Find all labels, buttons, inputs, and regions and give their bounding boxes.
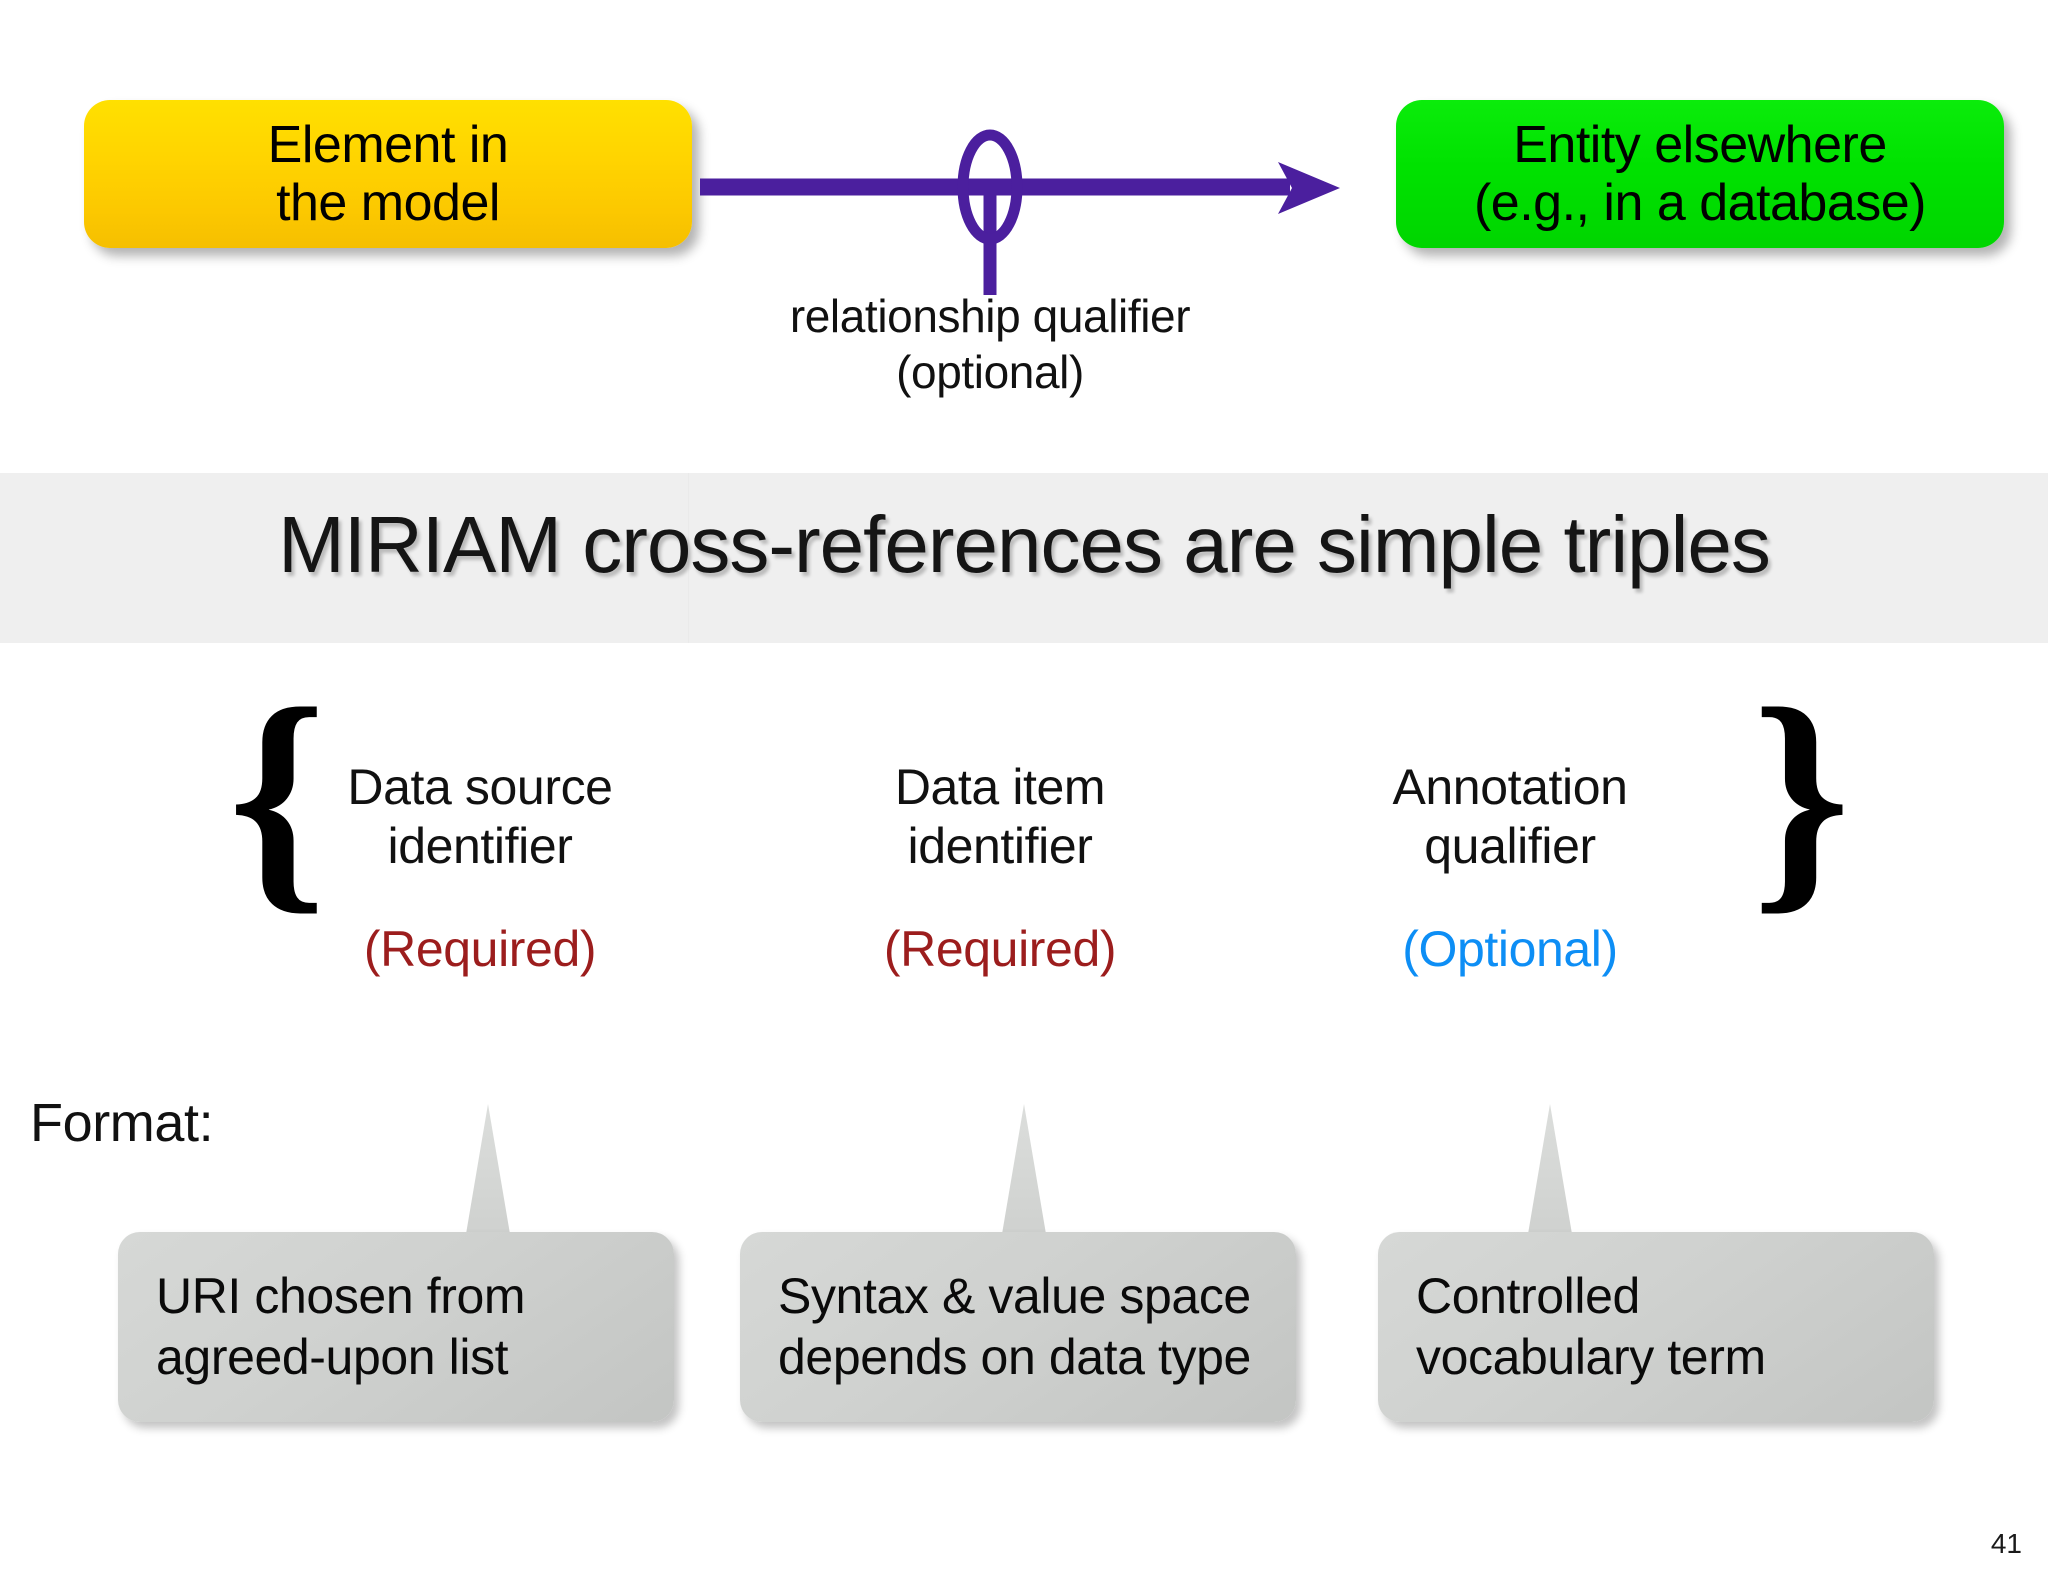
callout-3-line2: vocabulary term bbox=[1416, 1329, 1766, 1385]
target-node-text: Entity elsewhere (e.g., in a database) bbox=[1473, 115, 1927, 232]
callout-1-text: URI chosen from agreed-upon list bbox=[156, 1266, 526, 1388]
triple-column-1-requirement-badge: (Required) bbox=[363, 921, 597, 977]
band-seam-divider bbox=[688, 473, 689, 643]
target-node-entity-elsewhere: Entity elsewhere (e.g., in a database) bbox=[1396, 100, 2004, 248]
callout-tail-2-icon bbox=[1002, 1104, 1046, 1234]
triple-column-data-source-identifier: Data source identifier (Required) bbox=[270, 758, 690, 978]
qualifier-caption-line1: relationship qualifier bbox=[789, 290, 1191, 342]
triple-column-2-label-line1: Data item bbox=[894, 759, 1106, 815]
page-number: 41 bbox=[1990, 1528, 2022, 1559]
triple-column-2-label: Data item identifier bbox=[790, 758, 1210, 876]
callout-2-text: Syntax & value space depends on data typ… bbox=[778, 1266, 1251, 1388]
triple-column-3-label: Annotation qualifier bbox=[1300, 758, 1720, 876]
triple-column-annotation-qualifier: Annotation qualifier (Optional) bbox=[1300, 758, 1720, 978]
triple-column-1-label: Data source identifier bbox=[270, 758, 690, 876]
callout-3-line1: Controlled bbox=[1416, 1268, 1640, 1324]
triple-column-3-requirement-badge: (Optional) bbox=[1402, 921, 1618, 977]
triple-column-3-label-line1: Annotation bbox=[1392, 759, 1628, 815]
triple-column-2-requirement-badge: (Required) bbox=[883, 921, 1117, 977]
source-node-line1: Element in bbox=[267, 115, 509, 174]
qualifier-caption-line2: (optional) bbox=[896, 346, 1084, 399]
page-title: MIRIAM cross-references are simple tripl… bbox=[278, 500, 1771, 589]
open-brace: { bbox=[228, 658, 327, 935]
callout-tail-3-icon bbox=[1528, 1104, 1572, 1234]
callout-2-line1: Syntax & value space bbox=[778, 1268, 1251, 1324]
format-label: Format: bbox=[30, 1093, 214, 1153]
triple-column-3-label-line2: qualifier bbox=[1424, 818, 1596, 874]
callout-2-line2: depends on data type bbox=[778, 1329, 1251, 1385]
relationship-arrow-icon bbox=[700, 129, 1340, 295]
source-node-line2: the model bbox=[276, 174, 500, 232]
callout-3-text: Controlled vocabulary term bbox=[1416, 1266, 1766, 1388]
callout-1-line2: agreed-upon list bbox=[156, 1329, 509, 1385]
close-brace: } bbox=[1752, 658, 1851, 935]
callout-annotation-qualifier: Controlled vocabulary term bbox=[1378, 1232, 1934, 1422]
triple-column-1-label-line1: Data source bbox=[347, 759, 613, 815]
callout-1-line1: URI chosen from bbox=[156, 1268, 526, 1324]
source-node-text: Element in the model bbox=[268, 116, 509, 232]
triple-column-2-label-line2: identifier bbox=[907, 818, 1093, 874]
target-node-line2: (e.g., in a database) bbox=[1473, 174, 1927, 232]
triple-column-1-label-line2: identifier bbox=[387, 818, 573, 874]
relationship-qualifier-caption: relationship qualifier (optional) bbox=[640, 288, 1340, 400]
callout-data-item-identifier: Syntax & value space depends on data typ… bbox=[740, 1232, 1296, 1422]
triple-column-data-item-identifier: Data item identifier (Required) bbox=[790, 758, 1210, 978]
title-band bbox=[0, 473, 2048, 643]
callout-data-source-identifier: URI chosen from agreed-upon list bbox=[118, 1232, 674, 1422]
callout-tail-1-icon bbox=[466, 1104, 510, 1234]
source-node-element-in-model: Element in the model bbox=[84, 100, 692, 248]
target-node-line1: Entity elsewhere bbox=[1513, 115, 1887, 174]
